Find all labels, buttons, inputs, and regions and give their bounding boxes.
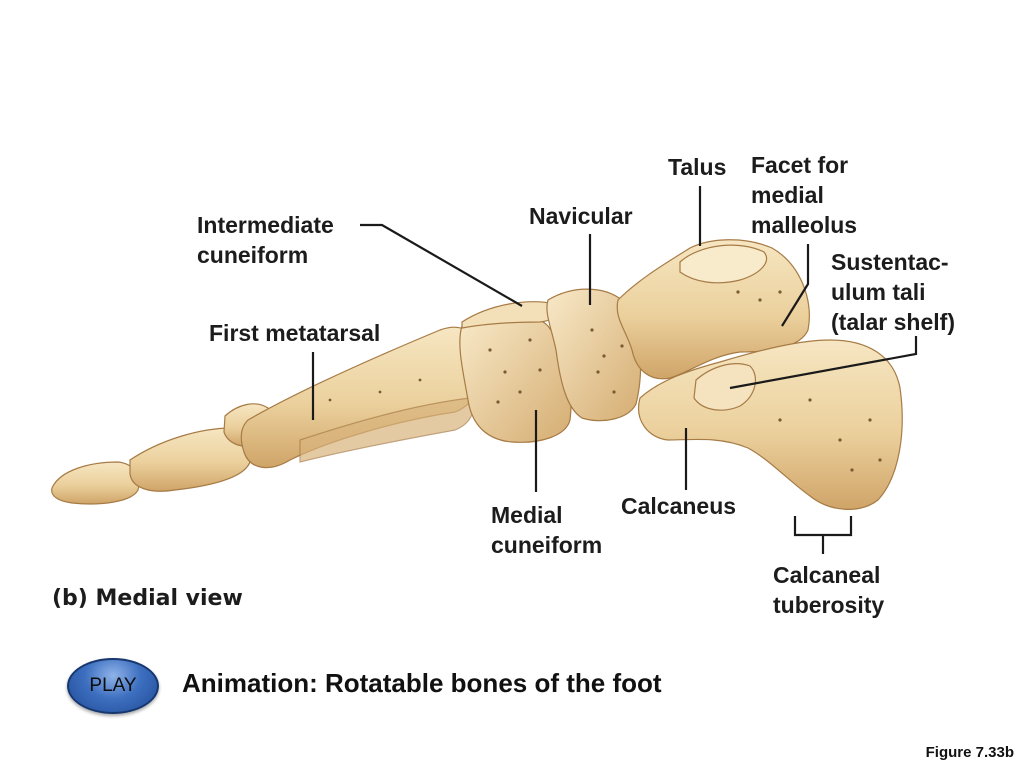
phalanges <box>51 403 273 505</box>
talus-bone <box>616 239 810 380</box>
animation-title: Animation: Rotatable bones of the foot <box>182 668 662 698</box>
label-medial-cuneiform: Medial cuneiform <box>491 502 603 558</box>
label-navicular: Navicular <box>529 203 633 229</box>
bone-texture <box>328 290 882 472</box>
leader-sustentaculum <box>729 336 918 390</box>
play-button[interactable]: PLAY <box>67 658 159 714</box>
leader-lines <box>311 186 918 554</box>
figure-number: Figure 7.33b <box>925 744 1014 761</box>
play-button-label: PLAY <box>89 675 137 696</box>
figure-caption: (b) Medial view <box>52 586 243 611</box>
label-talus: Talus <box>668 154 727 180</box>
navicular-bone <box>546 288 642 422</box>
label-calcaneus: Calcaneus <box>621 493 737 519</box>
calcaneus-bone <box>638 339 903 510</box>
label-calcaneal-tuberosity: Calcaneal tuberosity <box>773 562 885 618</box>
label-facet-for-medial-malleolus: Facet for medial malleolus <box>751 152 858 238</box>
first-metatarsal-bone <box>240 326 483 469</box>
label-first-metatarsal: First metatarsal <box>209 320 381 346</box>
leader-intermediate-cuneiform <box>360 223 523 307</box>
bracket-calcaneal-tuberosity <box>793 516 853 554</box>
leader-facet-malleolus <box>781 244 810 327</box>
label-intermediate-cuneiform: Intermediate cuneiform <box>197 212 334 268</box>
label-sustentaculum-tali: Sustentac- ulum tali (talar shelf) <box>831 249 955 335</box>
